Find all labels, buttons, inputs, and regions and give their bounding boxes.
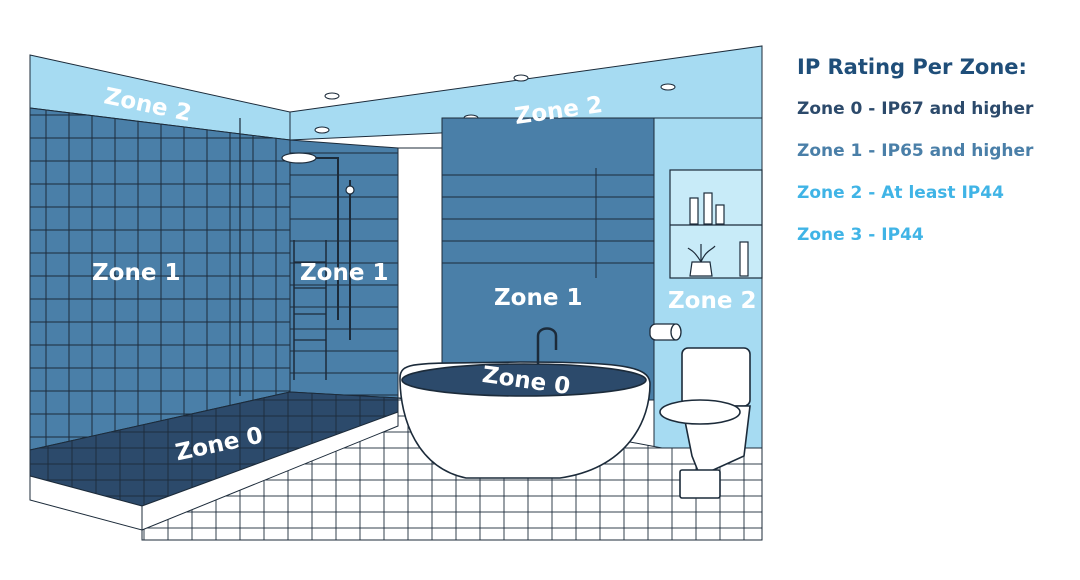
legend-item-zone2: Zone 2 - At least IP44 (797, 183, 1004, 203)
toilet-roll-holder (649, 323, 682, 341)
shower-fixtures (281, 152, 355, 380)
legend-item-zone0: Zone 0 - IP67 and higher (797, 99, 1034, 119)
shower-wall (289, 139, 399, 399)
toilet (659, 347, 751, 499)
legend-item-zone3: Zone 3 - IP44 (797, 225, 924, 245)
zone-label-shower-wall: Zone 1 (300, 260, 388, 286)
white-wall-strip (397, 147, 443, 399)
legend-title: IP Rating Per Zone: (797, 55, 1027, 79)
zone-label-toilet-wall: Zone 2 (668, 288, 756, 314)
legend-item-zone1: Zone 1 - IP65 and higher (797, 141, 1034, 161)
ceiling-zone2-area (29, 45, 763, 141)
left-tiled-wall (29, 107, 291, 451)
zone-label-bath-wall: Zone 1 (494, 285, 582, 311)
bathtub (399, 327, 651, 479)
ip-rating-legend: IP Rating Per Zone: Zone 0 - IP67 and hi… (797, 55, 1072, 267)
wall-niche-shelves (669, 169, 763, 279)
shower-floor (29, 391, 399, 531)
zone-label-left-wall: Zone 1 (92, 260, 180, 286)
